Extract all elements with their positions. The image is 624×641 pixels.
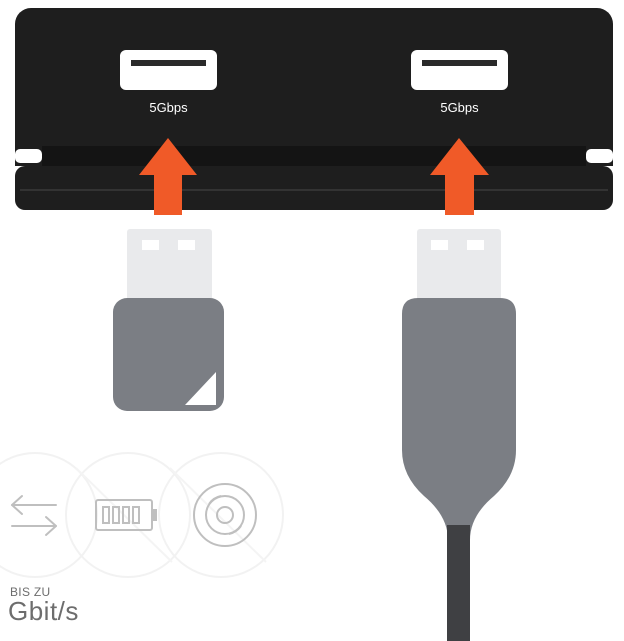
port-speed-label: 5Gbps (440, 100, 479, 115)
usb-connector (417, 229, 501, 307)
usb-flash-drive (113, 229, 224, 411)
usb-connector (127, 229, 212, 303)
cable (447, 525, 470, 641)
transfer-arrows-icon (12, 496, 56, 535)
usb-cable-plug (402, 229, 516, 641)
usb-port-icon (411, 50, 508, 90)
hub-bottom-body (15, 166, 613, 210)
hub-notch-right (586, 149, 613, 163)
usb-hub (15, 8, 613, 210)
plug-housing (402, 298, 516, 540)
hub-notch-left (15, 149, 42, 163)
usb-port-icon (120, 50, 217, 90)
port-speed-label: 5Gbps (149, 100, 188, 115)
battery-icon (96, 500, 157, 530)
feature-icons (0, 453, 283, 577)
speed-unit: Gbit/s (8, 596, 79, 627)
disc-icon (194, 484, 256, 546)
